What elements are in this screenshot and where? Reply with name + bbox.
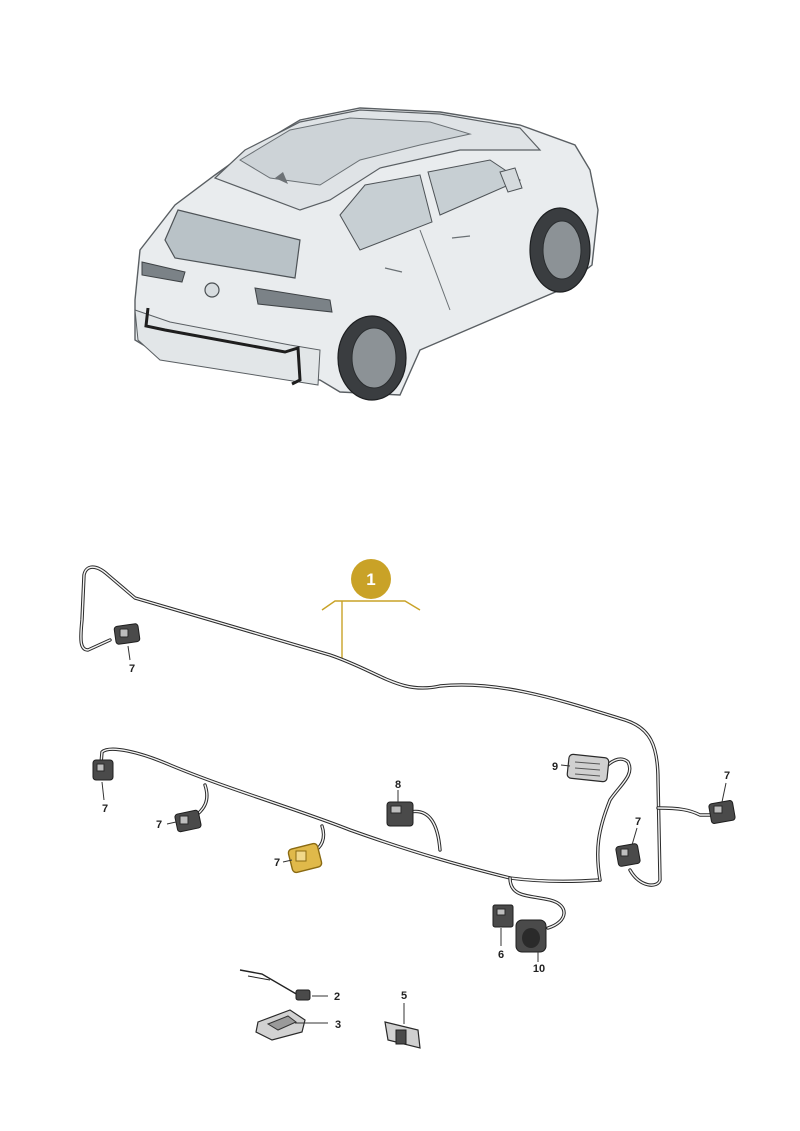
label-10: 10 (533, 963, 545, 975)
connector-10 (515, 919, 547, 953)
callout-number: 1 (366, 570, 375, 589)
label-9: 9 (552, 761, 558, 773)
car-bumper-harness (144, 307, 302, 386)
connector-6 (492, 904, 514, 928)
callout-badge (351, 559, 391, 599)
callout-bracket (321, 600, 421, 611)
car-rear-bumper (134, 309, 321, 386)
label-7-highlight: 7 (274, 857, 280, 869)
callout-main: 1 (321, 559, 421, 658)
label-2: 2 (334, 991, 340, 1003)
car-illustration (134, 107, 599, 401)
label-7-left: 7 (102, 803, 108, 815)
connector-8 (386, 801, 414, 827)
part-3-bracket (255, 1009, 306, 1041)
sensor-7-mid-left (174, 809, 202, 833)
part-2-cable (239, 969, 311, 1001)
label-7-mid-left: 7 (156, 819, 162, 831)
car-badge-icon (204, 282, 220, 298)
label-6: 6 (498, 949, 504, 961)
car-sunroof (239, 117, 472, 186)
car-side-window-rear (339, 174, 433, 251)
connector-9 (566, 753, 610, 783)
sensor-7-right-mid (615, 843, 641, 867)
sensor-7-top-left (113, 623, 141, 645)
car-antenna-icon (275, 172, 288, 184)
part-5-clip (384, 1021, 421, 1049)
car-mirror (499, 167, 523, 193)
car-side-window-front (427, 159, 522, 216)
label-7-right-mid: 7 (635, 816, 641, 828)
label-7-far-right: 7 (724, 770, 730, 782)
part-labels: 7 7 7 7 8 9 7 7 6 10 2 3 5 (102, 663, 730, 1031)
label-5: 5 (401, 990, 407, 1002)
sensor-7-left (92, 759, 114, 781)
leader-lines (101, 645, 727, 1024)
car-rear-window (164, 209, 301, 279)
label-8: 8 (395, 779, 401, 791)
wiring-harness (79, 565, 714, 930)
sensor-7-far-right (708, 800, 736, 824)
label-3: 3 (335, 1019, 341, 1031)
label-7-top-left: 7 (129, 663, 135, 675)
sensor-7-highlighted (287, 842, 323, 874)
car-tail-light-left (141, 261, 186, 283)
car-tail-light-right (254, 287, 333, 313)
